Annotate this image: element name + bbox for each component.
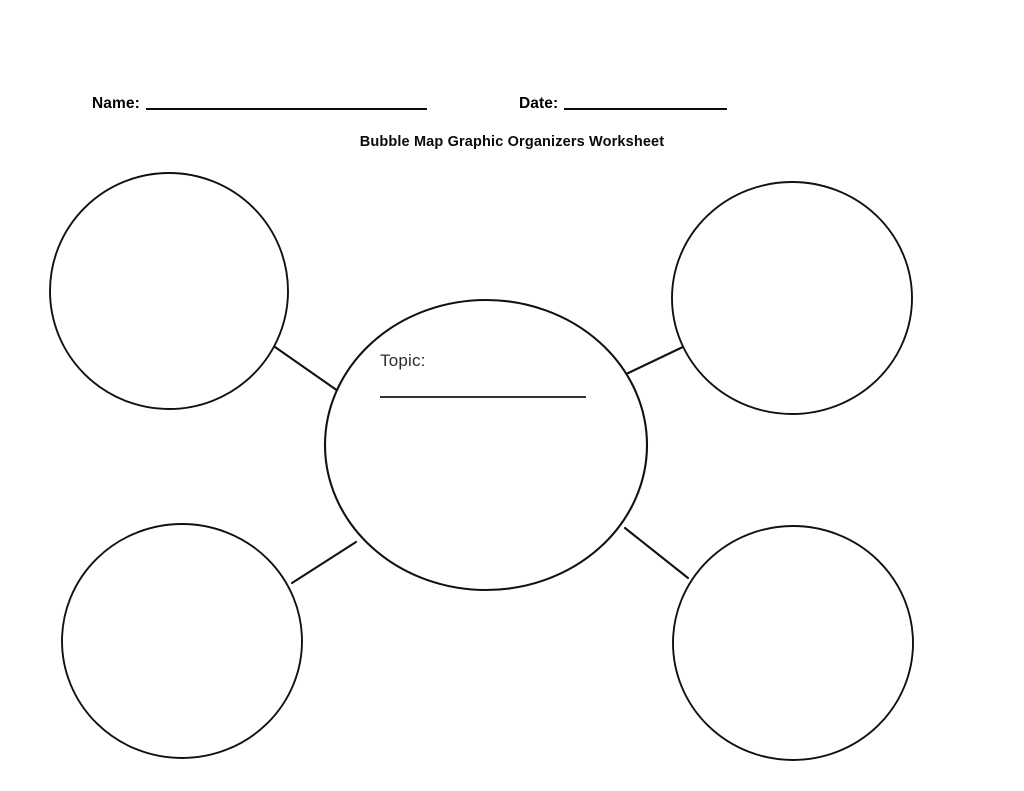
name-field[interactable]: Name: — [92, 96, 427, 112]
connector-center-to-top-right — [620, 343, 689, 378]
connector-center-to-top-left — [273, 345, 340, 393]
center-topic-bubble[interactable] — [323, 298, 649, 592]
worksheet-title: Bubble Map Graphic Organizers Worksheet — [359, 134, 665, 150]
name-field-write-line[interactable] — [145, 107, 427, 110]
connector-center-to-bottom-right — [623, 526, 690, 580]
date-field-label: Date: — [519, 95, 559, 112]
bubble-bottom-left[interactable] — [61, 523, 303, 759]
bubble-top-left[interactable] — [49, 172, 289, 410]
topic-label: Topic: — [380, 351, 426, 370]
name-field-label: Name: — [92, 95, 140, 112]
date-field-write-line[interactable] — [564, 107, 728, 110]
bubble-top-right[interactable] — [671, 181, 913, 415]
topic-prompt: Topic: — [380, 351, 586, 398]
bubble-bottom-right[interactable] — [672, 525, 914, 761]
date-field[interactable]: Date: — [519, 95, 728, 112]
connector-center-to-bottom-left — [290, 540, 358, 585]
topic-write-line[interactable] — [380, 395, 586, 398]
